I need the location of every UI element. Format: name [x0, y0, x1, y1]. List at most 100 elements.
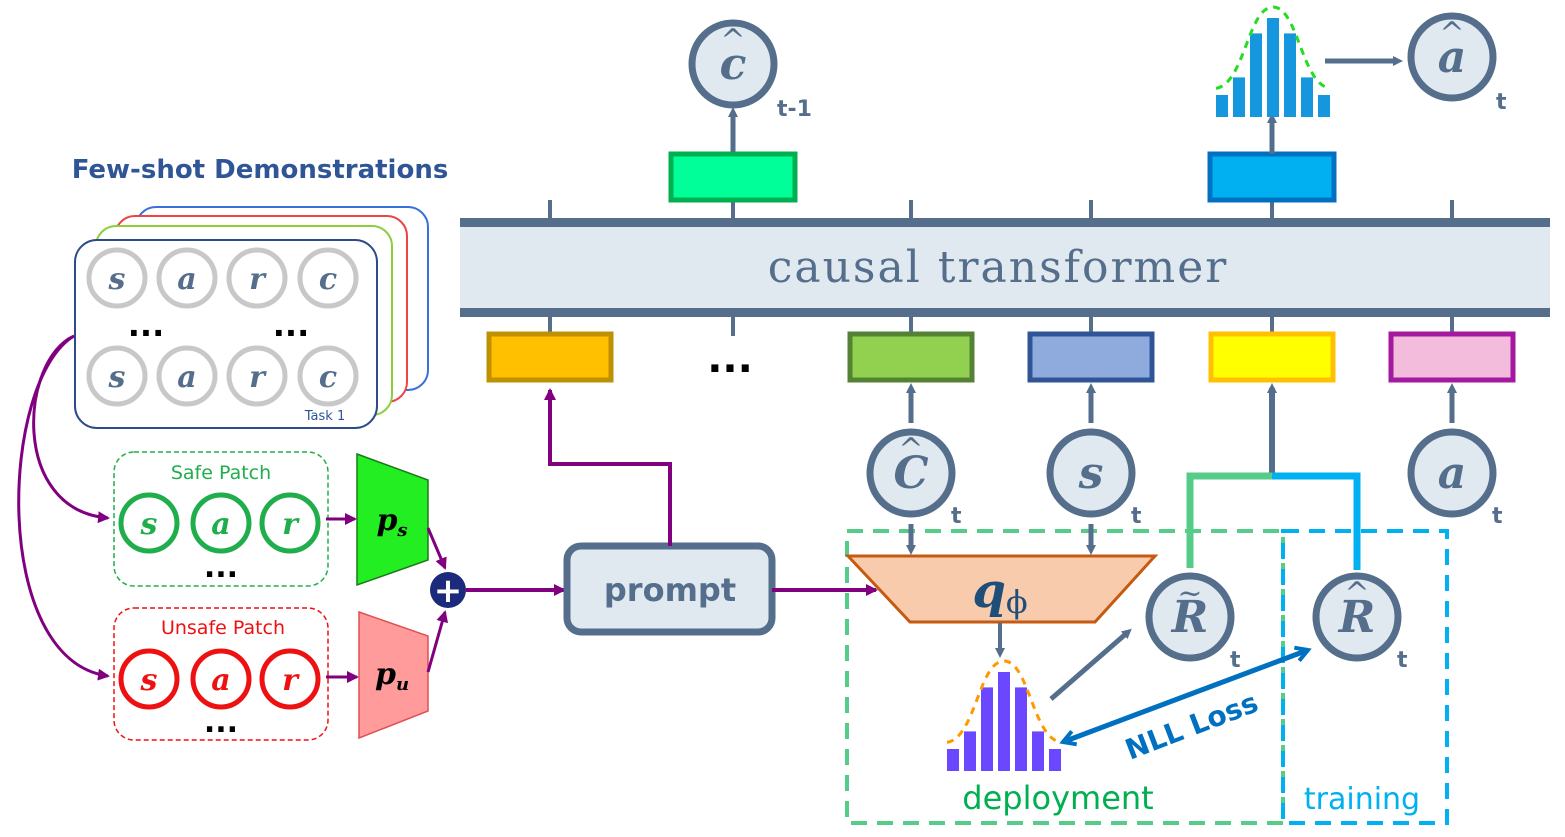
- training-label: training: [1304, 782, 1420, 817]
- task-row2-token-r: r: [249, 360, 267, 395]
- distribution-bar: [981, 687, 993, 771]
- safe-encoder-label: ps: [376, 503, 407, 541]
- arrow-pu-to-plus: [426, 610, 449, 673]
- safe-circle-s: [118, 492, 180, 554]
- distribution-bar: [1301, 77, 1313, 117]
- node-subscript: t: [1397, 648, 1408, 673]
- branch-r-tilde: [1186, 472, 1272, 568]
- task-row2-circle-r: [226, 345, 288, 407]
- task-row1-circle-c: [297, 247, 359, 309]
- node-R-tilde: R~t: [1145, 572, 1241, 673]
- arrow-task-to-unsafe: [17, 334, 110, 681]
- arrow-dist-to-r-tilde: [1049, 628, 1132, 701]
- task-row1-circle-s: [86, 247, 148, 309]
- action-distribution: [1215, 5, 1331, 117]
- action-prediction-head: [1207, 151, 1337, 203]
- distribution-bar: [1015, 687, 1027, 771]
- prompt-block: prompt: [563, 542, 776, 636]
- node-accent: ^: [1344, 576, 1369, 611]
- prompt-label: prompt: [604, 571, 736, 609]
- node-symbol: a: [1438, 448, 1467, 499]
- task-row1-circle-a: [156, 247, 218, 309]
- task-row2-circle-a: [156, 345, 218, 407]
- safe-patch-ellipsis: ...: [204, 550, 238, 585]
- unsafe-patch-label: Unsafe Patch: [161, 617, 285, 639]
- node-circle: [1312, 572, 1402, 662]
- task-row1-token-a: a: [177, 262, 196, 297]
- task-label: Task 1: [304, 409, 345, 424]
- node-circle: [1145, 572, 1235, 662]
- node-subscript: t: [1496, 90, 1507, 115]
- cost-prediction-head: [668, 151, 798, 203]
- safe-circle-a: [190, 492, 252, 554]
- unsafe-encoder-label: pu: [375, 657, 409, 695]
- node-subscript: t: [1131, 504, 1142, 529]
- unsafe-patch-ellipsis: ...: [204, 705, 238, 740]
- transformer-body: [460, 218, 1550, 310]
- safe-patch-label: Safe Patch: [171, 462, 271, 484]
- task-row1-token-s: s: [108, 262, 126, 297]
- return-distribution: [946, 659, 1062, 771]
- node-symbol: R: [1337, 592, 1376, 643]
- node-circle: [1407, 12, 1497, 102]
- distribution-bar: [1233, 77, 1245, 117]
- distribution-bar: [964, 731, 976, 771]
- node-c-hat-prev: c^ t-1: [688, 19, 812, 122]
- q-module-shape: [844, 554, 1159, 624]
- unsafe-circle-s: [118, 648, 180, 710]
- prompt-embedding: [486, 331, 614, 383]
- task-row2-circle-s: [86, 345, 148, 407]
- q-module: qϕ: [844, 554, 1159, 624]
- node-accent: ^: [898, 432, 923, 467]
- node-a-hat: a^t: [1407, 12, 1507, 115]
- task-row2-token-s: s: [108, 360, 126, 395]
- distribution-bar: [1032, 731, 1044, 771]
- distribution-bar: [1267, 18, 1279, 117]
- safe-encoder: ps: [356, 452, 429, 587]
- safe-token-s: s: [140, 507, 158, 542]
- arrow-prompt-to-embedding: [544, 388, 672, 546]
- node-circle: [1407, 428, 1497, 518]
- node-subscript: t: [951, 504, 962, 529]
- node-subscript: t-1: [777, 97, 812, 122]
- distribution-bar: [1318, 95, 1330, 117]
- q-module-label: qϕ: [972, 563, 1027, 621]
- distribution-bar: [1284, 33, 1296, 117]
- task-ellipsis-right: ...: [273, 306, 309, 344]
- node-a: at: [1407, 428, 1503, 529]
- unsafe-encoder: pu: [358, 610, 429, 740]
- node-accent: ^: [720, 23, 745, 58]
- node-accent: ~: [1177, 576, 1202, 611]
- node-subscript: t: [1492, 504, 1503, 529]
- unsafe-token-r: r: [282, 663, 300, 698]
- branch-r-hat: [1272, 472, 1361, 570]
- unsafe-token-a: a: [211, 663, 230, 698]
- distribution-curve: [946, 659, 1062, 744]
- safe-token-r: r: [282, 507, 300, 542]
- task-row2-circle-c: [297, 345, 359, 407]
- task-ellipsis-left: ...: [128, 306, 164, 344]
- transformer-label: causal transformer: [768, 242, 1229, 293]
- deployment-label: deployment: [962, 779, 1153, 817]
- node-R-hat: R^ t: [1312, 572, 1408, 673]
- nll-loss-label: NLL Loss: [1121, 686, 1263, 767]
- node-circle: [688, 19, 778, 109]
- return-embedding: [1208, 331, 1336, 383]
- node-symbol: a: [1438, 32, 1467, 83]
- node-symbol: c: [720, 39, 747, 90]
- cost-embedding: [847, 331, 975, 383]
- nll-loss-arrow: [1059, 645, 1312, 747]
- node-symbol: C: [893, 448, 928, 499]
- unsafe-encoder-shape: [358, 610, 429, 740]
- unsafe-circle-r: [259, 648, 321, 710]
- distribution-curve: [1215, 5, 1331, 90]
- arrow-ps-to-plus: [426, 527, 447, 570]
- sum-operator: +: [430, 571, 466, 611]
- task-row1-token-c: c: [319, 262, 337, 297]
- causal-transformer: causal transformer: [460, 218, 1550, 317]
- distribution-bar: [998, 672, 1010, 771]
- embedding-ellipsis: ...: [707, 336, 753, 382]
- node-subscript: t: [1230, 648, 1241, 673]
